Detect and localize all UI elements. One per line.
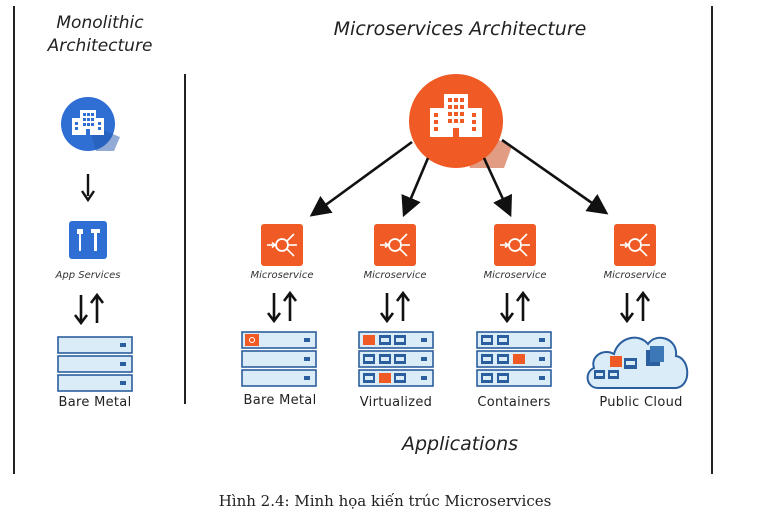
microservice-label: Microservice [363,270,427,281]
arrow-to-containers [482,157,512,218]
app-services-label: App Services [55,270,121,281]
bare-metal-label: Bare Metal [243,393,317,408]
microservice-icon [494,224,536,266]
public-cloud-label: Public Cloud [599,395,683,410]
monolithic-building-icon [61,97,120,151]
left-frame-border [13,6,15,474]
microservice-icon [261,224,303,266]
virtualized-label: Virtualized [359,395,433,410]
section-divider [184,74,186,404]
right-frame-border [711,6,713,474]
monolithic-bidirectional-arrows [73,292,105,326]
monolithic-title-line1: Monolithic [56,13,144,33]
microservice-label: Microservice [483,270,547,281]
monolithic-title-line2: Architecture [47,36,153,56]
app-services-icon [69,221,107,259]
enterprise-building-icon [409,74,512,168]
bidirectional-arrows [619,290,651,324]
bidirectional-arrows [266,290,298,324]
microservice-icon [374,224,416,266]
applications-label: Applications [401,433,519,455]
arrow-to-public-cloud [501,138,609,215]
public-cloud-icon [586,336,689,389]
bidirectional-arrows [379,290,411,324]
bare-metal-server-icon [241,331,317,387]
monolithic-title: Monolithic Architecture [30,12,170,58]
monolithic-server-stack-icon [57,336,133,392]
virtualized-server-icon [358,331,434,387]
bidirectional-arrows [499,290,531,324]
monolithic-down-arrow [81,174,95,203]
microservice-label: Microservice [250,270,314,281]
microservice-icon [614,224,656,266]
microservice-label: Microservice [603,270,667,281]
arrow-to-bare-metal [309,140,413,217]
containers-label: Containers [477,395,551,410]
monolithic-bare-metal-label: Bare Metal [58,395,132,410]
figure-caption: Hình 2.4: Minh họa kiến trúc Microservic… [218,492,552,510]
arrow-to-virtualized [401,157,430,218]
containers-server-icon [476,331,552,387]
microservices-title: Microservices Architecture [333,18,587,40]
